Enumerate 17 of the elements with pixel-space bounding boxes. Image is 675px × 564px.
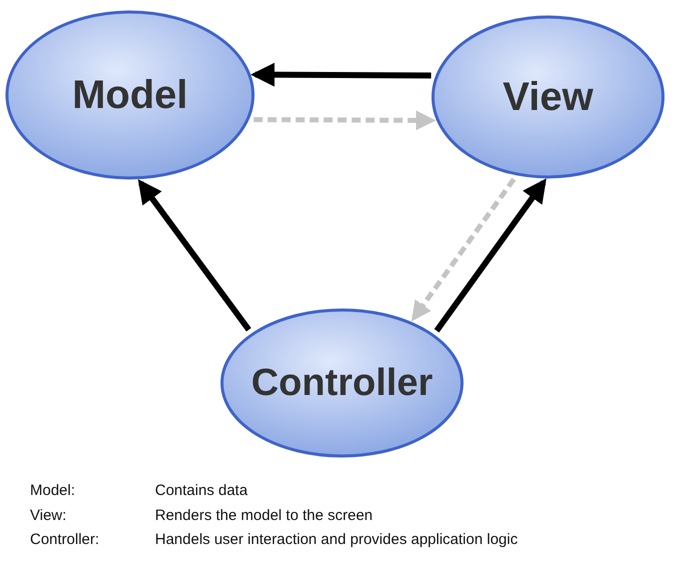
description-text: Contains data — [155, 482, 248, 499]
ellipse-node — [431, 15, 665, 179]
ellipse-node — [220, 308, 464, 458]
arrow — [250, 62, 432, 87]
node-label: Controller — [251, 362, 433, 404]
term-label: Model: — [30, 482, 76, 499]
ellipse-node — [5, 10, 255, 180]
description-text: Handels user interaction and provides application logic — [155, 531, 518, 548]
arrow — [411, 178, 516, 322]
node-label: Model — [72, 72, 188, 118]
arrow — [138, 179, 252, 332]
node-label: View — [502, 74, 594, 120]
term-label: Controller: — [30, 531, 100, 548]
term-label: View: — [30, 506, 66, 524]
description-text: Renders the model to the screen — [155, 506, 373, 524]
arrow — [254, 110, 436, 130]
arrow — [434, 178, 546, 332]
